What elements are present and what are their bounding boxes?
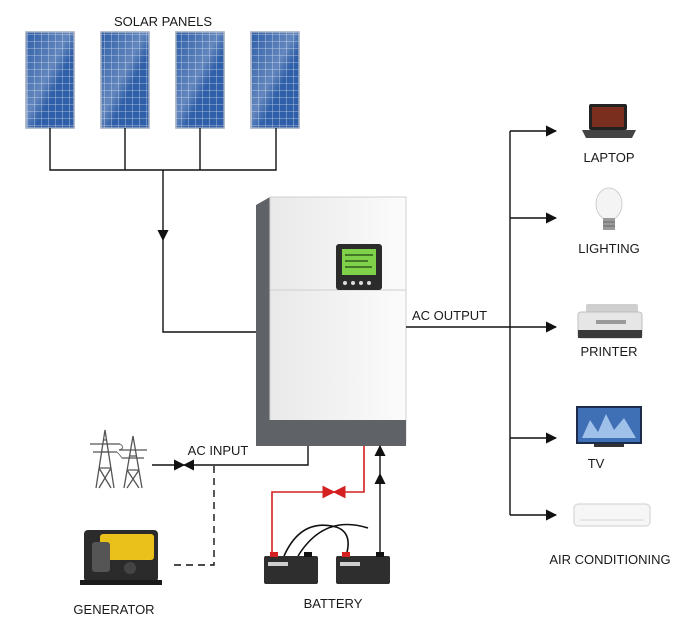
inverter <box>256 196 407 446</box>
inverter-lcd-panel <box>336 244 382 290</box>
battery-icon-1 <box>264 552 318 584</box>
solar-panel-4 <box>250 31 300 129</box>
generator-label: GENERATOR <box>73 602 154 617</box>
solar-panel-2 <box>100 31 150 129</box>
ac-output-label: AC OUTPUT <box>412 308 487 323</box>
load-laptop: LAPTOP <box>582 104 636 165</box>
battery-icon-2 <box>336 552 390 584</box>
battery-label: BATTERY <box>304 596 363 611</box>
load-air-conditioning: AIR CONDITIONING <box>549 503 671 567</box>
air-conditioner-icon <box>573 503 651 527</box>
pv-wiring <box>49 128 277 333</box>
load-lighting: LIGHTING <box>578 187 640 256</box>
light-bulb-icon <box>595 187 623 230</box>
printer-icon <box>577 304 643 339</box>
load-tv: TV <box>576 406 642 471</box>
ac-input-wiring <box>152 446 309 566</box>
load-label-lighting: LIGHTING <box>578 241 639 256</box>
solar-panel-1 <box>25 31 75 129</box>
ac-input-label: AC INPUT <box>188 443 249 458</box>
ac-output-wiring <box>406 125 558 521</box>
generator-icon <box>80 530 162 585</box>
laptop-icon <box>582 104 636 138</box>
power-grid-tower-icon <box>90 429 147 489</box>
load-label-air-conditioning: AIR CONDITIONING <box>549 552 670 567</box>
solar-panel-array <box>25 31 300 129</box>
load-label-printer: PRINTER <box>580 344 637 359</box>
solar-panels-label: SOLAR PANELS <box>114 14 212 29</box>
solar-panel-3 <box>175 31 225 129</box>
load-label-laptop: LAPTOP <box>583 150 634 165</box>
battery-wiring <box>271 444 386 557</box>
load-label-tv: TV <box>588 456 605 471</box>
load-printer: PRINTER <box>577 304 643 359</box>
tv-icon <box>576 406 642 447</box>
